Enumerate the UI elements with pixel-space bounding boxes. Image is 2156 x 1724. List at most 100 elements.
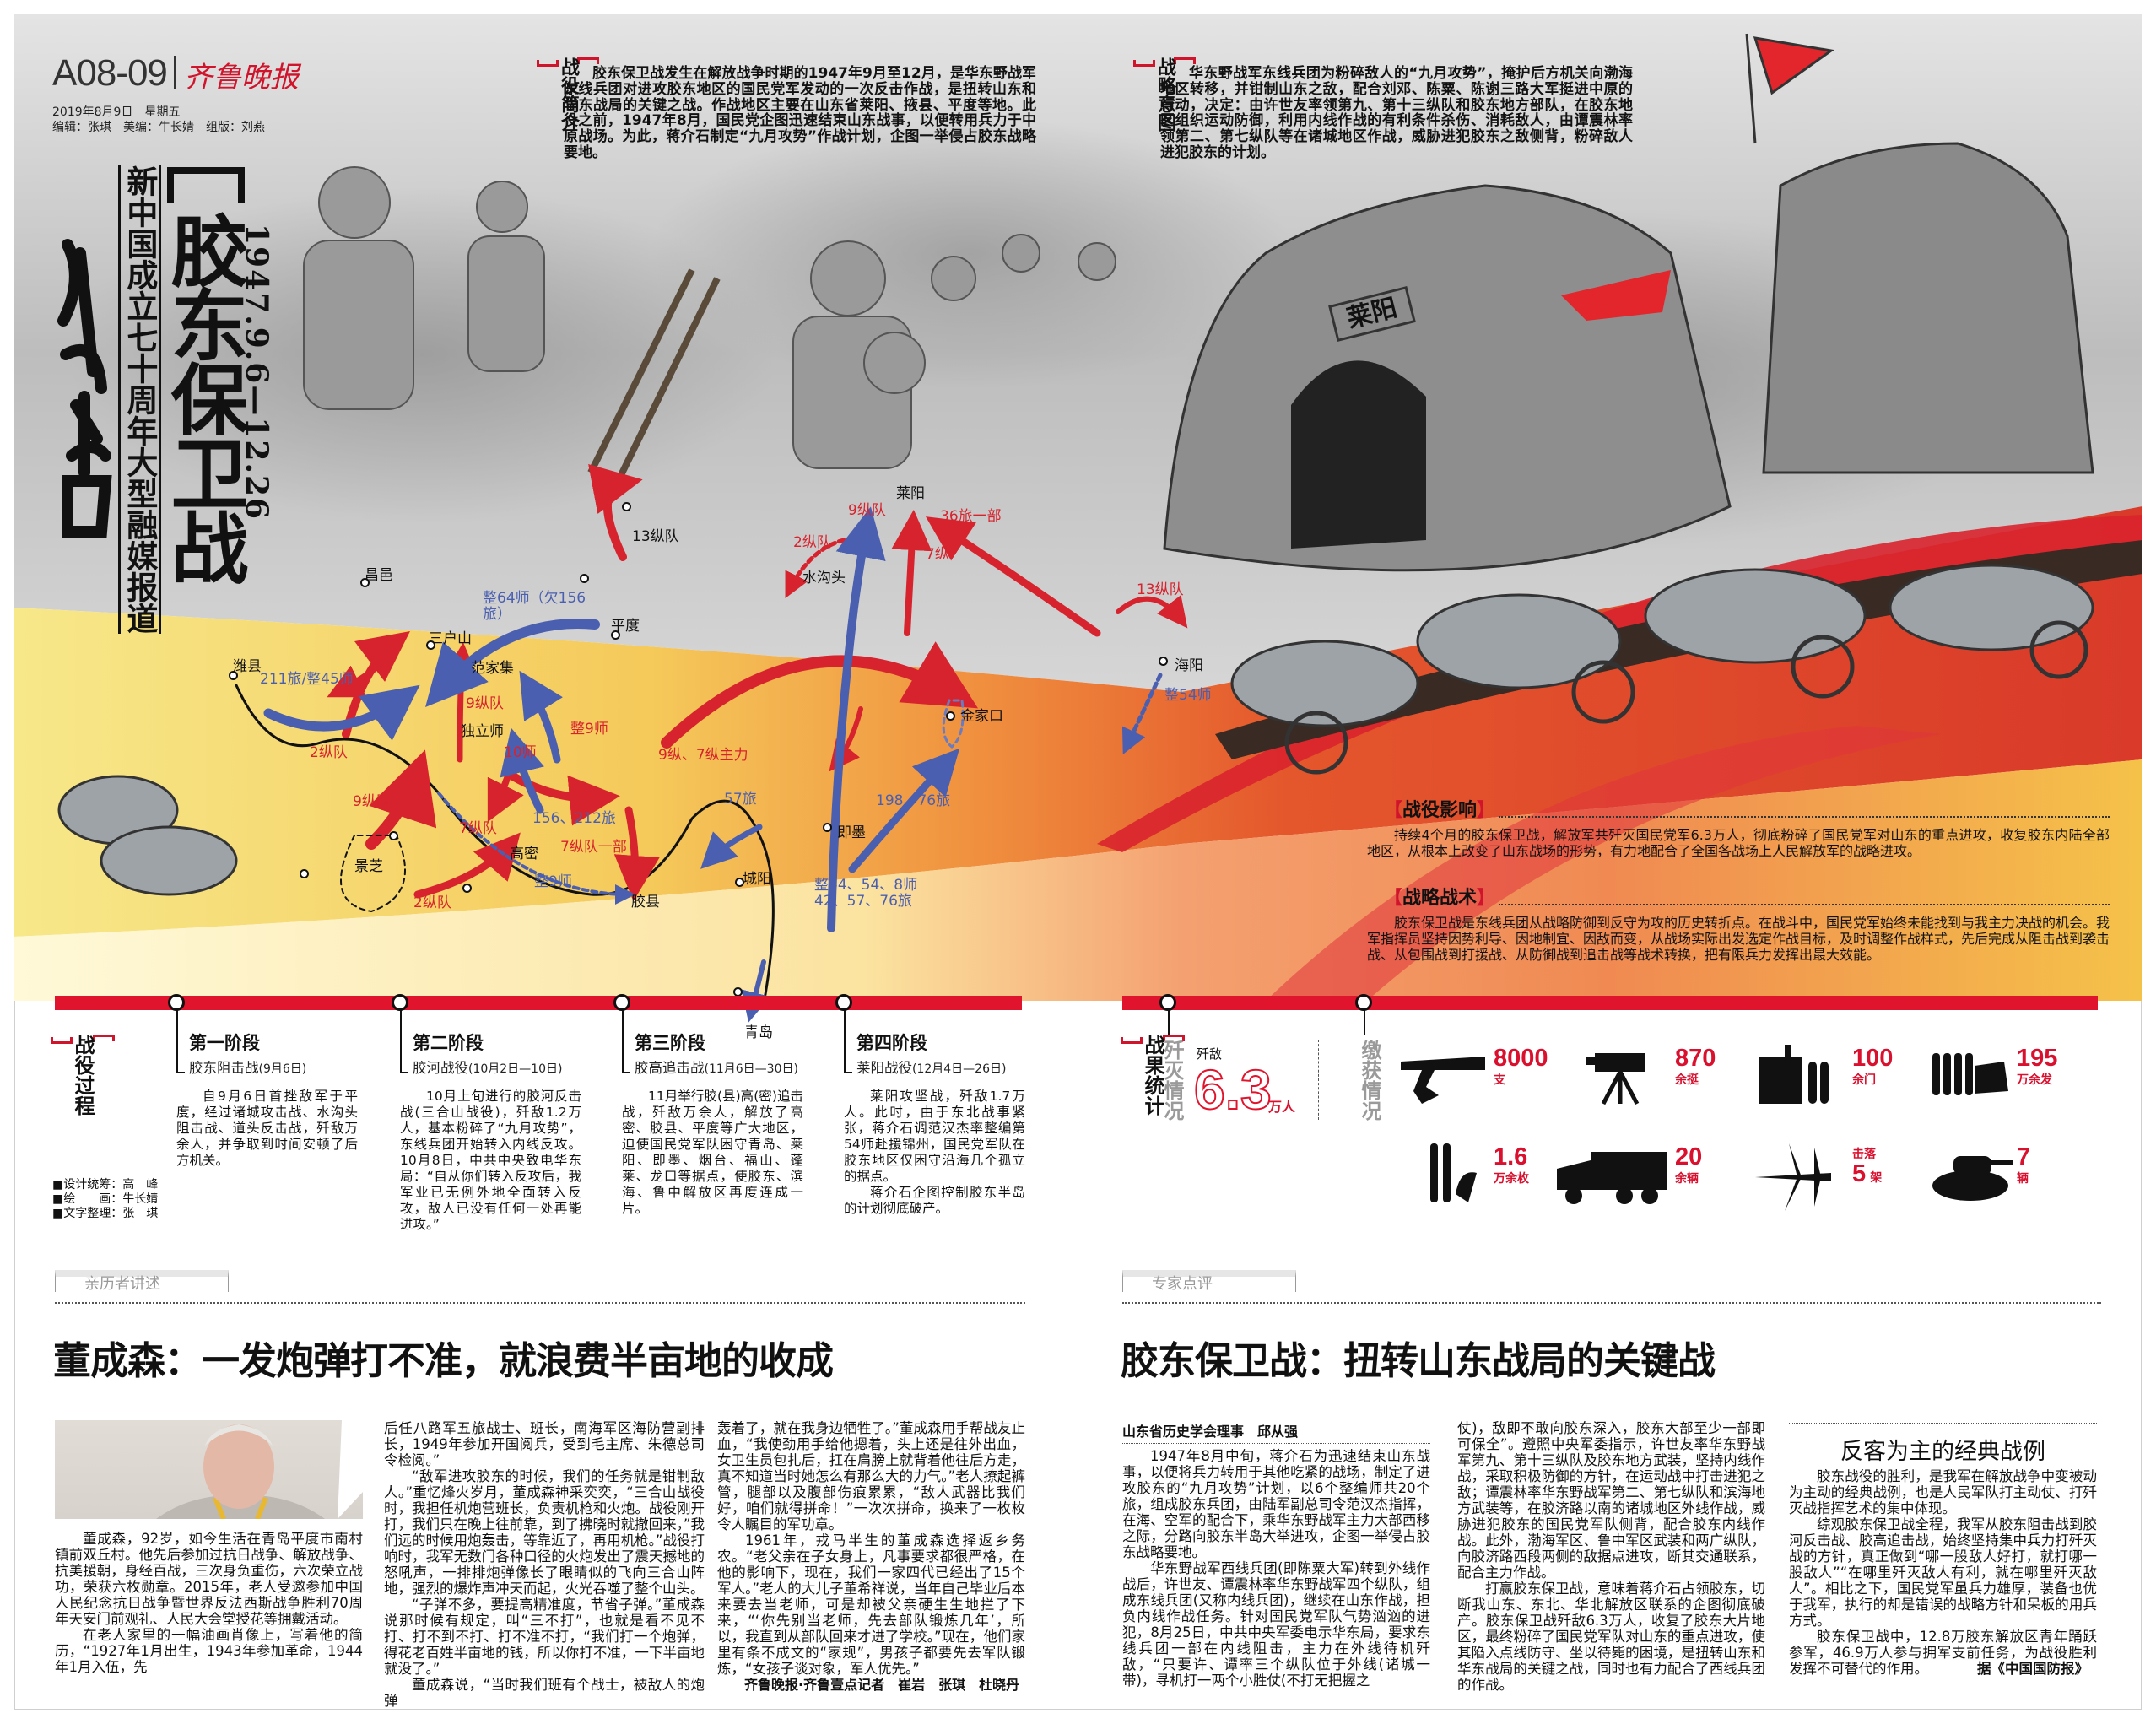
map-label: 金家口: [960, 708, 1003, 725]
divider: [1122, 1302, 2101, 1304]
timeline-node: [168, 994, 185, 1011]
map-label: 2纵队: [310, 744, 348, 761]
stage-battle: 莱阳战役(12月4日—26日): [856, 1057, 1006, 1077]
paragraph: 在老人家里的一幅油画肖像上，写着他的简历，“1927年1月出生，1943年参加革…: [55, 1627, 363, 1675]
paragraph: 董成森说，“当时我们班有个战士，被敌人的炮弹: [384, 1677, 705, 1709]
map-label: 城阳: [743, 871, 771, 888]
left-headline: 董成森：一发炮弹打不准，就浪费半亩地的收成: [53, 1338, 834, 1383]
credit-text: ■文字整理：张 琪: [52, 1207, 159, 1220]
stage-text: 10月上旬进行的胶河反击战(三合山战役)，歼敌1.2万人，基本粉碎了“九月攻势”…: [400, 1089, 581, 1233]
stage-paragraph: 10月上旬进行的胶河反击战(三合山战役)，歼敌1.2万人，基本粉碎了“九月攻势”…: [400, 1089, 581, 1232]
rifle-icon: [1401, 1057, 1485, 1104]
section-tab-expert: 专家点评: [1122, 1270, 1296, 1292]
paragraph: 胶东战役的胜利，是我军在解放战争中变被动为主动的经典战例，也是人民军队打主动仗、…: [1789, 1468, 2097, 1516]
page-title: 胶东保卫战: [158, 211, 249, 582]
annihilated-prefix: 歼敌: [1197, 1046, 1223, 1062]
results-bar: [1122, 996, 2098, 1010]
blue-arrow: [263, 684, 420, 741]
title-bracket: [167, 167, 245, 203]
tactics-label: 战略战术: [1402, 888, 1478, 909]
red-arrow: [661, 641, 979, 749]
battle-dates: (10月2日—10日): [468, 1062, 563, 1076]
grenade-icon: [1430, 1143, 1477, 1202]
right-article-col1: 1947年8月中旬，蒋介石为迅速结束山东战事，以便将兵力转用于其他吃紧的战场，制…: [1122, 1448, 1430, 1689]
map-label: 景芝: [354, 858, 383, 875]
editors: 编辑：张琪 美编：牛长婧 组版：刘燕: [52, 121, 265, 134]
city-marker: [229, 671, 238, 680]
impact-label: 战役影响: [1402, 800, 1478, 821]
stage-title: 第二阶段: [413, 1033, 484, 1053]
captured-item: 20 余辆: [1557, 1143, 1702, 1214]
city-gate: [1291, 360, 1426, 549]
map-label: 青岛: [744, 1024, 773, 1041]
source-credit: 据《中国国防报》: [1977, 1661, 2088, 1677]
section-tab-eyewitness: 亲历者讲述: [55, 1270, 229, 1292]
map-label: 高密: [510, 846, 538, 862]
intro-label: 战役简介: [537, 57, 599, 132]
blue-arrow: [700, 824, 763, 869]
paragraph: 华东野战军西线兵团(即陈粟大军)转到外线作战后，许世友、谭震林率华东野战军四个纵…: [1122, 1560, 1430, 1689]
stage-battle: 胶河战役(10月2日—10日): [413, 1057, 562, 1077]
map-label: 156、212旅: [532, 810, 616, 827]
left-article-col2: 后任八路军五旅战士、班长，南海军区海防营副排长，1949年参加开国阅兵，受到毛主…: [384, 1420, 705, 1709]
map-label: 范家集: [471, 660, 514, 677]
tactics-heading: 【战略战术】: [1384, 883, 2110, 910]
map-label: 整9师: [570, 721, 608, 738]
map-label: 7纵队一部: [560, 839, 627, 856]
blue-arrow: [500, 727, 544, 814]
battle-name: 莱阳战役: [856, 1060, 912, 1076]
blue-arrow: [519, 670, 563, 764]
stat-value: 195: [2017, 1045, 2058, 1072]
battle-dates: (12月4日—26日): [912, 1062, 1007, 1076]
right-article-col3: 胶东战役的胜利，是我军在解放战争中变被动为主动的经典战例，也是人民军队打主动仗、…: [1789, 1468, 2097, 1677]
stat-value: 100: [1852, 1045, 1894, 1072]
map-label: 潍县: [233, 658, 262, 675]
battle-map: [235, 464, 1188, 1023]
map-label: 9纵队: [353, 793, 391, 810]
map-label: 三户山: [429, 630, 472, 647]
stat-figure: 870 余挺: [1675, 1046, 1716, 1088]
map-label: 7纵: [926, 546, 949, 563]
city-marker: [946, 711, 955, 721]
map-label: 211旅/整45师: [260, 671, 354, 688]
right-article-col2: 仗)，敌即不敢向胶东深入，胶东大部至少一部即可保全”。遵照中央军委指示，许世友率…: [1457, 1420, 1765, 1693]
city-marker: [611, 630, 620, 640]
stat-unit: 万余发: [2017, 1073, 2052, 1087]
city-marker: [300, 869, 309, 878]
stat-figure: 100 余门: [1852, 1046, 1893, 1088]
ladder-drawing: [587, 268, 721, 478]
stage-battle: 胶东阻击战(9月6日): [189, 1057, 306, 1077]
captured-label: 缴获情况: [1358, 1040, 1381, 1121]
paragraph: 打赢胶东保卫战，意味着蒋介石占领胶东，切断我山东、东北、华北解放区联系的企图彻底…: [1457, 1581, 1765, 1693]
captured-item: 1.6 万余枚: [1426, 1143, 1540, 1214]
red-arrow: [925, 516, 1101, 637]
paragraph: 1947年8月中旬，蒋介石为迅速结束山东战事，以便将兵力转用于其他吃紧的战场，制…: [1122, 1448, 1430, 1560]
results-label: 战果统计: [1121, 1035, 1185, 1116]
city-marker: [580, 574, 589, 583]
city-marker: [426, 640, 435, 650]
map-label: 整64师（欠156旅）: [483, 590, 586, 623]
byline: 齐鲁晚报·齐鲁壹点记者 崔岩 张琪 杜晓丹: [744, 1677, 1020, 1693]
issue-date: 2019年8月9日 星期五: [52, 105, 181, 119]
paragraph: 胶东保卫战中，12.8万胶东解放区青年踊跃参军，46.9万人参与拥军支前任务，为…: [1789, 1629, 2097, 1677]
paragraph: 综观胶东保卫战全程，我军从胶东阻击战到胶河反击战、胶高追击战，始终坚持集中兵力打…: [1789, 1516, 2097, 1629]
battle-dates: (11月6日—30日): [704, 1062, 798, 1076]
city-marker: [389, 831, 398, 840]
stage-text: 自9月6日首挫敌军于平度，经过诸城攻击战、水沟头阻击战、道头反击战，歼敌万余人，…: [176, 1089, 358, 1169]
captured-item: 击落 5 架: [1755, 1143, 1882, 1214]
map-label: 昌邑: [365, 567, 393, 584]
left-article-col1: 董成森，92岁，如今生活在青岛平度市南村镇前双丘村。他先后参加过抗日战争、解放战…: [55, 1531, 363, 1675]
paragraph: 后任八路军五旅战士、班长，南海军区海防营副排长，1949年参加开国阅兵，受到毛主…: [384, 1420, 705, 1468]
map-label: 平度: [611, 618, 640, 635]
map-label: 57旅: [724, 791, 757, 808]
map-label: 即墨: [837, 824, 866, 841]
city-marker: [462, 884, 472, 893]
stage-paragraph: 自9月6日首挫敌军于平度，经过诸城攻击战、水沟头阻击战、道头反击战，歼敌万余人，…: [176, 1089, 358, 1168]
paragraph: 董成森，92岁，如今生活在青岛平度市南村镇前双丘村。他先后参加过抗日战争、解放战…: [55, 1531, 363, 1627]
captured-item: 870 余挺: [1586, 1045, 1716, 1116]
paragraph: 轰着了，就在我身边牺牲了。”董成森用手帮战友止血，“我使劲用手给他摁着，头上还是…: [717, 1420, 1025, 1532]
stage-text: 莱阳攻坚战，歼敌1.7万人。此时，由于东北战事紧张，蒋介石调范汉杰率整编第54师…: [844, 1089, 1025, 1217]
divider: [55, 1302, 1025, 1304]
captured-item: 100 余门: [1759, 1045, 1893, 1116]
blue-arrow: [848, 748, 960, 873]
